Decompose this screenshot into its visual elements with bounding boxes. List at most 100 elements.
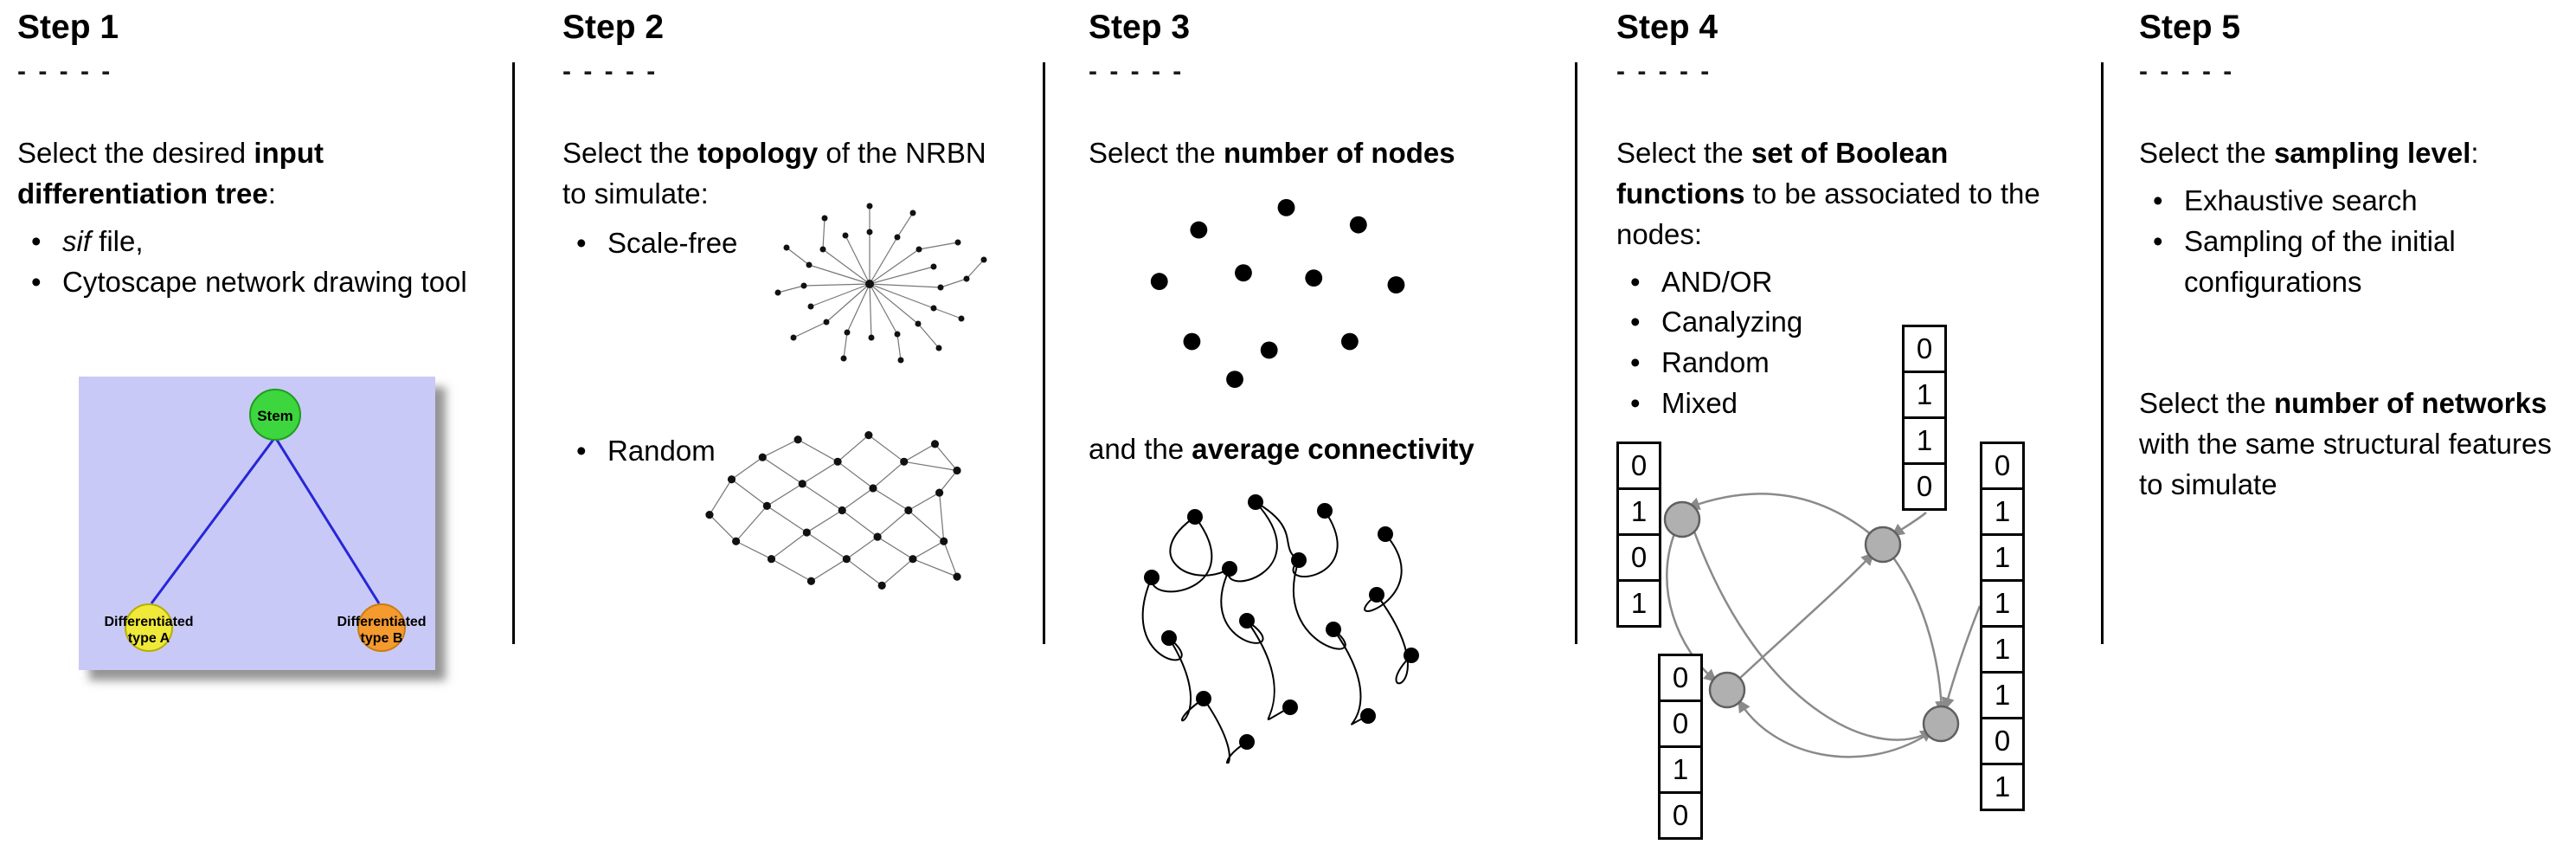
- step-instruction: Select the desired input differentiation…: [17, 133, 506, 215]
- instruction-text: Select the desired: [17, 137, 254, 169]
- step-title: Step 3: [1089, 9, 1191, 46]
- bullet-item: Random: [1616, 343, 2092, 384]
- boolean-network-nodes: [1663, 500, 1960, 743]
- step-divider-dashes: - - - - -: [1089, 57, 1185, 86]
- bullet-text: Exhaustive search: [2184, 184, 2418, 216]
- step-instruction-secondary: and the average connectivity: [1089, 429, 1570, 470]
- scatter-dots: [1150, 198, 1405, 389]
- instruction-text: with the same structural features to sim…: [2139, 427, 2552, 500]
- truth-table-cell: 0: [1980, 717, 2025, 765]
- bullet-list: sif file, Cytoscape network drawing tool: [17, 222, 506, 303]
- instruction-text: :: [267, 177, 276, 210]
- bullet-item: Sampling of the initial configurations: [2139, 222, 2546, 303]
- step-divider-dashes: - - - - -: [562, 57, 658, 86]
- bullet-item: Random: [562, 431, 716, 472]
- step-2-column: Step 2 - - - - - Select the topology of …: [562, 9, 1034, 590]
- step-divider-dashes: - - - - -: [17, 57, 113, 86]
- bullet-item: Exhaustive search: [2139, 181, 2567, 222]
- truth-table-cell: 1: [1980, 671, 2025, 719]
- instruction-text: of the NRBN to simulate:: [562, 137, 986, 210]
- column-divider: [1043, 62, 1045, 644]
- bullet-item: Canalyzing: [1616, 302, 2092, 343]
- bullet-text: AND/OR: [1661, 265, 1773, 298]
- instruction-text: Select the: [2139, 137, 2274, 169]
- truth-table-cell: 0: [1616, 533, 1661, 582]
- truth-table-right: 0 1 1 1 1 1 0 1: [1980, 442, 2025, 811]
- instruction-bold: average connectivity: [1192, 433, 1474, 465]
- bullet-text: Cytoscape network drawing tool: [62, 265, 467, 298]
- step-instruction: Select the number of nodes: [1089, 133, 1570, 174]
- instruction-bold: sampling level: [2273, 137, 2471, 169]
- truth-table-bottom: 0 0 1 0: [1658, 654, 1703, 840]
- bullet-text: Sampling of the initial configurations: [2184, 224, 2456, 298]
- connectivity-network-graphic: [1141, 494, 1419, 764]
- truth-table-cell: 0: [1658, 791, 1703, 840]
- truth-table-cell: 1: [1902, 371, 1947, 419]
- truth-table-cell: 1: [1980, 487, 2025, 536]
- instruction-text: Select the: [1089, 137, 1224, 169]
- connectivity-curves: [1141, 501, 1412, 764]
- step-1-column: Step 1 - - - - - Select the desired inpu…: [17, 9, 506, 670]
- instruction-bold: set of Boolean functions: [1616, 137, 1949, 210]
- bullet-list: Exhaustive search Sampling of the initia…: [2139, 181, 2567, 303]
- bullet-text: Random: [607, 435, 716, 467]
- scale-free-nodes: [774, 203, 987, 364]
- instruction-bold: input differentiation tree: [17, 137, 324, 210]
- truth-table-cell: 0: [1658, 699, 1703, 748]
- truth-table-cell: 1: [1902, 416, 1947, 465]
- truth-table-cell: 1: [1616, 487, 1661, 536]
- stem-label: Stem: [257, 408, 293, 424]
- tree-edge-right: [273, 436, 381, 604]
- connectivity-dots: [1144, 494, 1419, 750]
- step-title: Step 5: [2139, 9, 2241, 46]
- truth-table-cell: 0: [1616, 442, 1661, 490]
- truth-table-cell: 0: [1658, 654, 1703, 702]
- bullet-text: file,: [91, 224, 144, 257]
- truth-table-cell: 0: [1980, 442, 2025, 490]
- differentiated-b-label-line2: type B: [361, 631, 403, 646]
- truth-table-left: 0 1 0 1: [1616, 442, 1661, 628]
- differentiated-a-label-line2: type A: [128, 631, 170, 646]
- step-instruction: Select the sampling level:: [2139, 133, 2567, 174]
- differentiated-a-node: [125, 603, 173, 652]
- nodes-scatter-graphic: [1150, 198, 1405, 389]
- step-title: Step 4: [1616, 9, 1718, 46]
- step-divider-dashes: - - - - -: [1616, 57, 1712, 86]
- bullet-text: Canalyzing: [1661, 306, 1803, 338]
- truth-table-cell: 0: [1902, 462, 1947, 511]
- scale-free-edges: [777, 206, 985, 361]
- truth-table-cell: 1: [1980, 625, 2025, 674]
- instruction-text: to be associated to the nodes:: [1616, 177, 2040, 250]
- differentiated-a-label-line1: Differentiated: [104, 615, 193, 629]
- column-divider: [512, 62, 515, 644]
- truth-table-cell: 1: [1658, 745, 1703, 794]
- instruction-text: Select the: [2139, 387, 2274, 419]
- step-instruction: Select the topology of the NRBN to simul…: [562, 133, 995, 215]
- differentiation-tree-figure: Stem Differentiated type A Differentiate…: [79, 377, 435, 670]
- truth-table-cell: 1: [1980, 763, 2025, 811]
- instruction-bold: number of networks: [2273, 387, 2547, 419]
- random-edges: [709, 435, 958, 586]
- instruction-bold: number of nodes: [1223, 137, 1455, 169]
- scale-free-network-graphic: [774, 203, 987, 364]
- column-divider: [2101, 62, 2104, 644]
- bullet-item: AND/OR: [1616, 262, 2092, 303]
- instruction-text: Select the: [562, 137, 697, 169]
- random-nodes: [705, 431, 961, 590]
- boolean-network-arrows: [1666, 493, 1982, 758]
- instruction-text: and the: [1089, 433, 1192, 465]
- bullet-italic: sif: [62, 224, 91, 257]
- bullet-item: sif file,: [17, 222, 506, 262]
- stem-node: [249, 389, 301, 441]
- bullet-list: AND/OR Canalyzing Random Mixed: [1616, 262, 2092, 424]
- bullet-text: Mixed: [1661, 387, 1738, 420]
- truth-table-top: 0 1 1 0: [1902, 325, 1947, 511]
- step-instruction-secondary: Select the number of networks with the s…: [2139, 384, 2553, 506]
- truth-table-cell: 1: [1980, 579, 2025, 628]
- truth-table-cell: 1: [1616, 579, 1661, 628]
- differentiated-b-label-line1: Differentiated: [337, 615, 426, 629]
- step-3-column: Step 3 - - - - - Select the number of no…: [1089, 9, 1570, 764]
- step-title: Step 2: [562, 9, 665, 46]
- differentiated-b-node: [357, 603, 406, 652]
- instruction-text: Select the: [1616, 137, 1751, 169]
